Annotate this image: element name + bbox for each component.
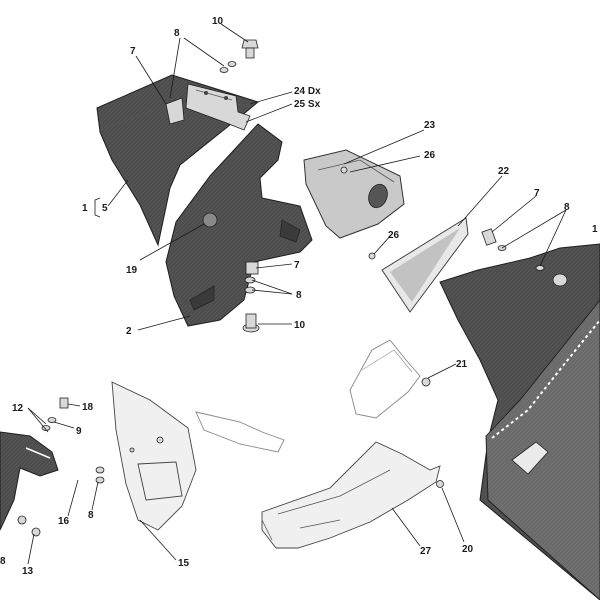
belly-pan — [261, 441, 441, 549]
callout-27: 27 — [420, 546, 432, 557]
callout-1-bracket: 1 — [82, 203, 88, 214]
callout-12: 12 — [12, 403, 24, 414]
callout-26-lower: 26 — [388, 230, 400, 241]
inner-lower-panel — [165, 123, 313, 327]
callout-26-upper: 26 — [424, 150, 436, 161]
screw-10-bottom — [242, 313, 260, 333]
bracket-plate — [185, 83, 251, 131]
callout-20: 20 — [462, 544, 474, 555]
callout-7-top: 7 — [130, 46, 136, 57]
callout-8-mid: 8 — [296, 290, 302, 301]
callout-25-sx: 25 Sx — [294, 99, 321, 110]
callout-1-right: 1 — [592, 224, 598, 235]
callout-18: 18 — [82, 402, 94, 413]
leader-lines — [27, 23, 567, 565]
lower-side-panel — [111, 381, 197, 531]
screw-20 — [436, 480, 444, 488]
callout-8-top: 8 — [174, 28, 180, 39]
callout-5: 5 — [102, 203, 108, 214]
callout-10-bottom: 10 — [294, 320, 306, 331]
callout-8-lower: 8 — [88, 510, 94, 521]
callout-24-dx: 24 Dx — [294, 86, 321, 97]
callout-8-right: 8 — [564, 202, 570, 213]
frame-bracket-outline — [195, 339, 431, 453]
callout-19: 19 — [126, 265, 138, 276]
mesh-grille-panel — [368, 217, 469, 313]
callout-2: 2 — [126, 326, 132, 337]
screw-10-top — [219, 39, 259, 73]
callout-7-right: 7 — [534, 188, 540, 199]
callout-15: 15 — [178, 558, 190, 569]
callout-22: 22 — [498, 166, 510, 177]
callout-7-mid: 7 — [294, 260, 300, 271]
callout-16: 16 — [58, 516, 70, 527]
callout-9: 9 — [76, 426, 82, 437]
callout-10-top: 10 — [212, 16, 224, 27]
grey-duct-panel — [303, 149, 405, 239]
right-main-fairing — [439, 228, 600, 600]
callout-8-edge: 8 — [0, 556, 6, 567]
callout-labels: 10 8 7 24 Dx 25 Sx 23 26 1 5 22 7 8 1 26… — [0, 16, 598, 577]
callout-21: 21 — [456, 359, 468, 370]
callout-13: 13 — [22, 566, 34, 577]
callout-23: 23 — [424, 120, 436, 131]
